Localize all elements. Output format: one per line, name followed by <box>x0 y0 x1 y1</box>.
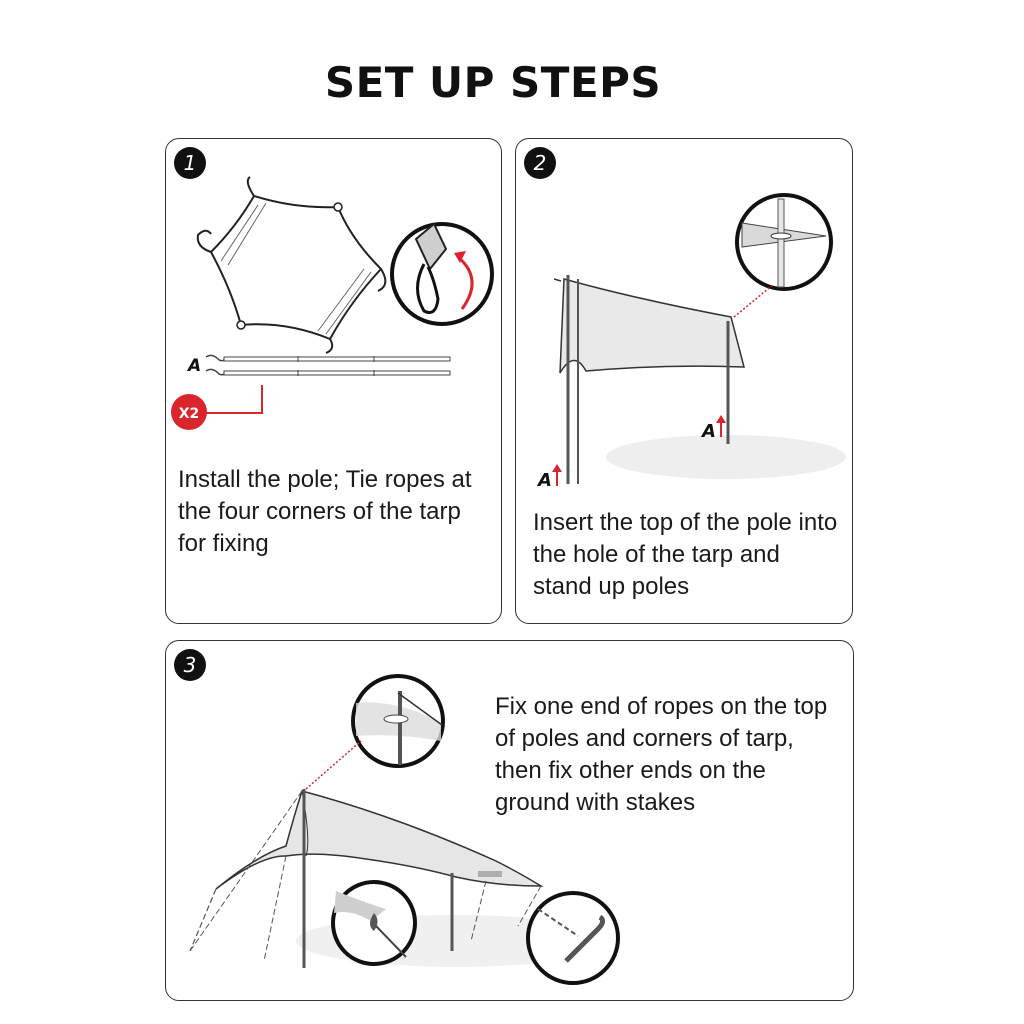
pole-left-label-a: A <box>536 470 552 491</box>
knot-detail-circle <box>390 222 494 326</box>
stake-detail-circle <box>526 891 620 985</box>
step-1-instruction: Install the pole; Tie ropes at the four … <box>178 466 472 557</box>
step-1-card: 1 <box>165 138 502 624</box>
step-2-instruction: Insert the top of the pole into the hole… <box>533 509 838 600</box>
step-2-card: 2 A A Insert the top of the pole into th… <box>515 138 853 624</box>
tarp-pitched-diagram <box>189 789 544 968</box>
step-3-instruction: Fix one end of ropes on the top of poles… <box>495 693 828 816</box>
pole-pair-diagram <box>205 354 451 414</box>
step-3-illustration <box>189 674 620 985</box>
detail-pointer-line <box>305 740 362 790</box>
ground-shadow <box>606 435 846 479</box>
quantity-badge <box>171 394 207 430</box>
step-3-card: 3 <box>165 640 854 1001</box>
page-title: SET UP STEPS <box>324 58 662 107</box>
pole-label-a: A <box>186 356 201 376</box>
step-1-number-badge: 1 <box>174 147 206 179</box>
step-3-number-badge: 3 <box>174 649 206 681</box>
detail-pointer-line <box>733 283 775 318</box>
tarp-flat-diagram <box>196 176 387 354</box>
step-2-number-badge: 2 <box>524 147 556 179</box>
pole-tip-detail-circle <box>735 193 833 291</box>
rope-knot-detail-circle <box>331 880 417 966</box>
quantity-badge-label: X2 <box>179 406 200 422</box>
pole-right-label-a: A <box>700 421 716 442</box>
step-1-illustration: A X2 <box>171 176 494 430</box>
tarp-raised-diagram <box>553 275 745 484</box>
pole-top-detail-circle <box>351 674 445 768</box>
step-2-illustration: A A <box>536 193 846 491</box>
